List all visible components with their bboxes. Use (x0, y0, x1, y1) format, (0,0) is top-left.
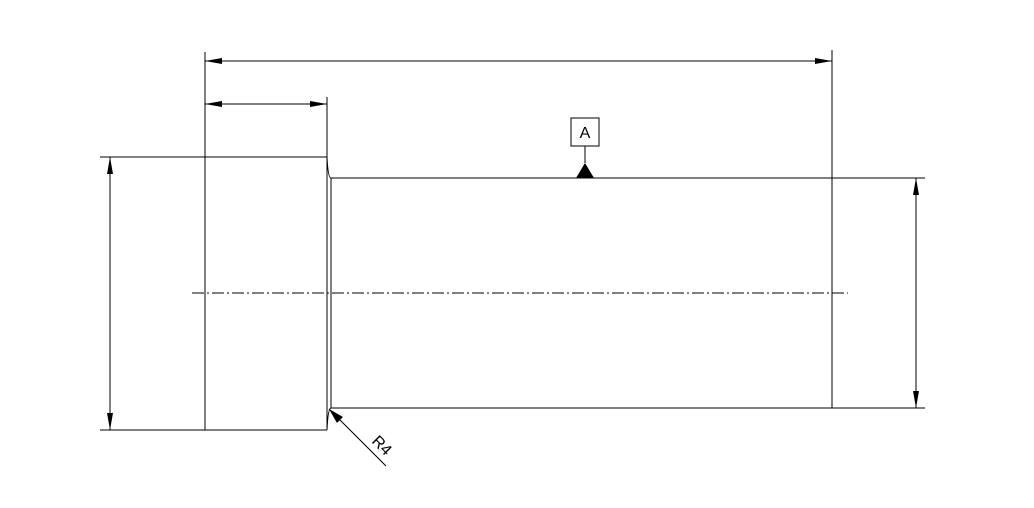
arrowhead-bottom (913, 391, 919, 408)
datum-label: A (580, 125, 591, 142)
shaft-diameter-dimension (913, 178, 919, 408)
head-outline (100, 97, 328, 431)
arrowhead-right (815, 58, 832, 64)
fillet-top-arc (326, 156, 332, 179)
overall-length-dimension (204, 52, 832, 157)
arrowhead-bottom (107, 413, 113, 430)
arrowhead-left (205, 101, 222, 107)
radius-label: R4 (368, 433, 395, 460)
fillet-radius-callout: R4 (328, 408, 395, 467)
fillet-bottom-arc (326, 407, 332, 431)
radius-arrowhead (329, 409, 343, 423)
head-length-dimension (205, 101, 327, 107)
arrowhead-top (107, 157, 113, 174)
arrowhead-top (913, 178, 919, 195)
shaft-outline (326, 50, 925, 431)
datum-feature-symbol: A (570, 117, 600, 178)
datum-triangle (576, 163, 594, 178)
arrowhead-left (205, 58, 222, 64)
arrowhead-right (310, 101, 327, 107)
head-diameter-dimension (107, 157, 113, 430)
